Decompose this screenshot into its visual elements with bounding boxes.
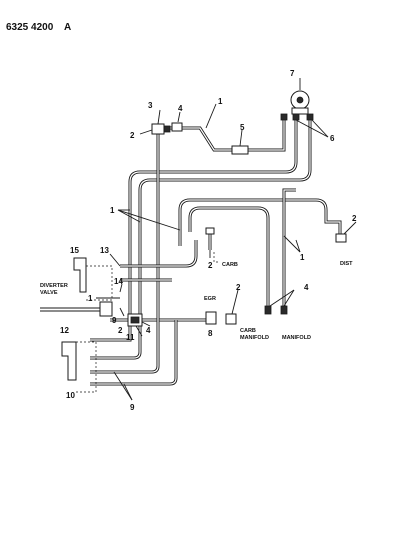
- callout-15: 15: [70, 246, 79, 255]
- callout-13: 13: [100, 246, 109, 255]
- text-labels: DIVERTER VALVE CARB DIST EGR CARB MANIFO…: [40, 261, 353, 341]
- callout-1-left: 1: [110, 206, 115, 215]
- callout-1-top: 1: [218, 97, 223, 106]
- component-11-valve: [127, 313, 143, 327]
- callout-2-egr: 2: [236, 283, 241, 292]
- callout-9-left: 9: [112, 316, 117, 325]
- callout-14: 14: [114, 277, 123, 286]
- carb-fitting: [205, 227, 215, 235]
- dist-fitting: [335, 233, 347, 243]
- callout-2-carb: 2: [208, 261, 213, 270]
- label-valve: VALVE: [40, 290, 58, 296]
- callout-4-manifold: 4: [304, 283, 309, 292]
- callout-2-top: 2: [130, 131, 135, 140]
- callout-4-top: 4: [178, 104, 183, 113]
- egr-fitting: [205, 311, 217, 325]
- callout-5: 5: [240, 123, 245, 132]
- callout-7: 7: [290, 69, 295, 78]
- component-15-bracket: [73, 257, 87, 293]
- label-carb: CARB: [222, 262, 238, 268]
- callout-3: 3: [148, 101, 153, 110]
- diverter-valve: [40, 301, 113, 317]
- label-manifold: MANIFOLD: [282, 335, 311, 341]
- callout-9-bottom: 9: [130, 403, 135, 412]
- callout-1-div: 1: [88, 294, 93, 303]
- component-10-bracket: [61, 341, 77, 381]
- manifold-fittings: [264, 305, 288, 315]
- label-diverter: DIVERTER: [40, 283, 68, 289]
- leader-lines: [96, 78, 357, 401]
- part-number-suffix: A: [64, 22, 71, 33]
- callout-12: 12: [60, 326, 69, 335]
- callout-4-low: 4: [146, 326, 151, 335]
- part-number: 6325 4200: [6, 22, 54, 33]
- component-5-connector: [231, 145, 249, 155]
- component-7-sensor: [290, 90, 310, 115]
- component-6-clips: [280, 113, 314, 121]
- egr-lower-fitting: [225, 313, 237, 325]
- hose-routings: [90, 118, 342, 386]
- callout-2-low: 2: [118, 326, 123, 335]
- callout-8: 8: [208, 329, 213, 338]
- label-dist: DIST: [340, 261, 353, 267]
- component-3-tee: [151, 123, 171, 135]
- label-carb-manifold-2: MANIFOLD: [240, 335, 269, 341]
- component-4-fitting: [171, 122, 183, 132]
- callout-10: 10: [66, 391, 75, 400]
- callout-1-right: 1: [300, 253, 305, 262]
- label-carb-manifold-1: CARB: [240, 328, 256, 334]
- label-egr: EGR: [204, 296, 216, 302]
- callout-2-dist: 2: [352, 214, 357, 223]
- callout-6: 6: [330, 134, 335, 143]
- callout-11: 11: [126, 333, 135, 342]
- callout-numbers: 1 2 3 4 5 6 7 1 1 2 2 15 13 14 1 12 9 2 …: [60, 69, 357, 412]
- dashed-guides: [76, 252, 220, 393]
